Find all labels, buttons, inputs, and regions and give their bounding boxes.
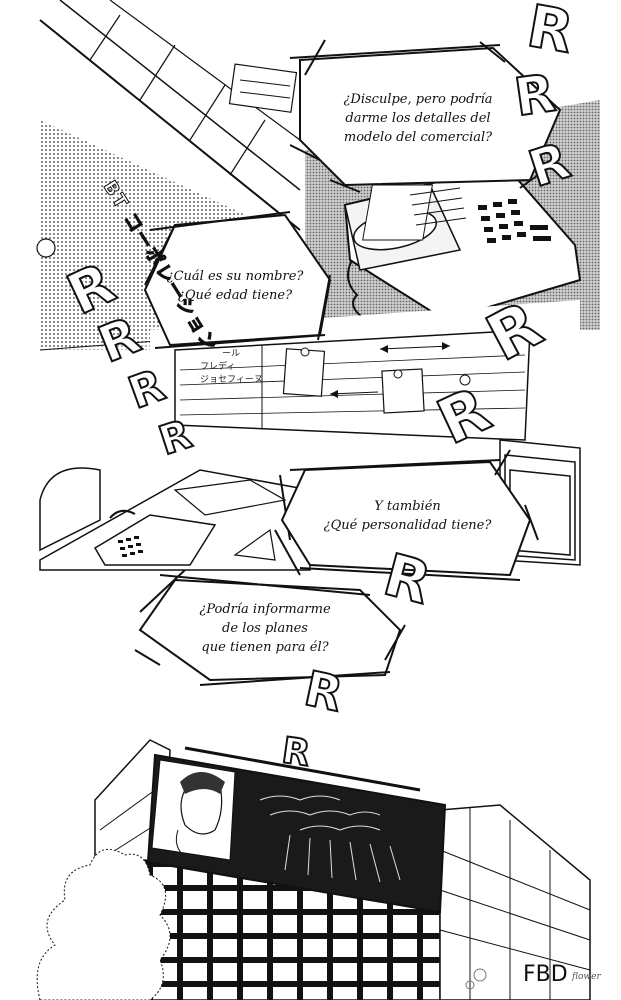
- speech-bubble-2-line-1: ¿Cuál es su nombre?: [166, 269, 304, 284]
- whiteboard-row-2: フレディ: [200, 362, 236, 372]
- whiteboard-row-3: ジョセフィーヌ: [200, 375, 263, 385]
- speech-bubble-4-line-2: de los planes: [222, 621, 308, 636]
- whiteboard-text: ール フレディ ジョセフィーヌ: [200, 348, 263, 387]
- speech-bubble-4-shape: [138, 578, 402, 682]
- billboard-building-panel: [36, 739, 591, 1000]
- ring-sfx-letter: R: [510, 63, 560, 130]
- speech-bubble-1: ¿Disculpe, pero podría darme los detalle…: [318, 90, 518, 147]
- ring-sfx-letter: R: [521, 0, 579, 67]
- speech-bubble-4-line-3: que tienen para él?: [201, 640, 329, 655]
- speech-bubble-3: Y también ¿Qué personalidad tiene?: [300, 497, 515, 535]
- speech-bubble-1-line-2: darme los detalles del: [345, 111, 491, 126]
- speech-bubble-3-line-2: ¿Qué personalidad tiene?: [323, 518, 492, 533]
- whiteboard-row-1: ール: [222, 349, 241, 359]
- speech-bubble-2-line-2: ¿Qué edad tiene?: [177, 288, 293, 303]
- speech-bubble-4: ¿Podría informarme de los planes que tie…: [160, 600, 370, 657]
- scanlation-credit-sub: flower: [572, 972, 601, 982]
- scanlation-credit: FBD: [523, 962, 568, 987]
- speech-bubble-4-line-1: ¿Podría informarme: [199, 602, 331, 617]
- speech-bubble-3-shape: [280, 460, 532, 577]
- speech-bubble-3-line-1: Y también: [374, 499, 441, 514]
- speech-bubble-2: ¿Cuál es su nombre? ¿Qué edad tiene?: [150, 267, 320, 305]
- ring-sfx-letter: R: [278, 729, 313, 775]
- speech-bubble-1-line-1: ¿Disculpe, pero podría: [343, 92, 493, 107]
- speech-bubble-1-line-3: modelo del comercial?: [343, 130, 493, 145]
